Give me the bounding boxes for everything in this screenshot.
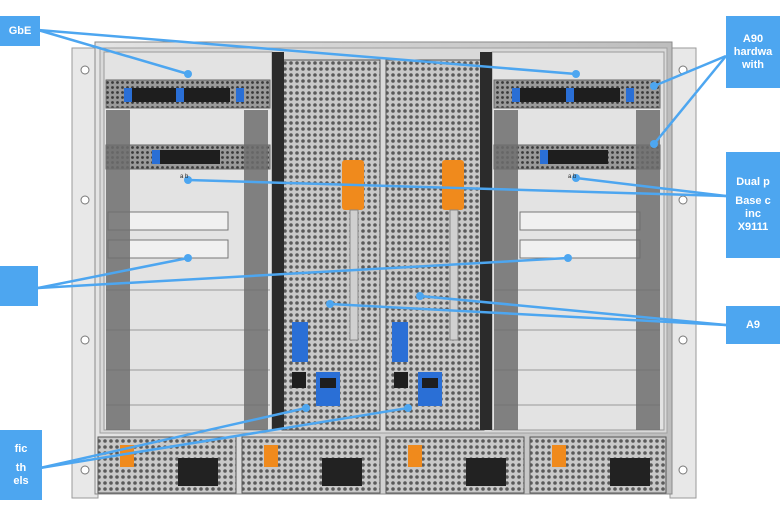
controller-left <box>272 52 381 431</box>
callout-mid-right: Dual p Base c inc X9111 <box>726 152 780 258</box>
rack-ear-right <box>669 47 697 499</box>
leader-dots <box>184 70 658 412</box>
rack-ear-left <box>71 47 99 499</box>
slot-label-left: a b <box>180 174 189 180</box>
io-bay-right <box>491 51 665 431</box>
callout-bottom-left: fic th els <box>0 430 42 500</box>
leader-lines <box>37 28 727 470</box>
callout-lower-right: A9 <box>726 306 780 344</box>
power-supplies <box>97 436 667 494</box>
callout-top-left: GbE <box>0 16 40 46</box>
io-bay-left <box>103 51 273 431</box>
controller-right <box>385 52 492 431</box>
callout-mid-left <box>0 266 38 306</box>
callout-top-right: A90 hardwa with <box>726 16 780 88</box>
slot-label-right: a b <box>568 174 577 180</box>
